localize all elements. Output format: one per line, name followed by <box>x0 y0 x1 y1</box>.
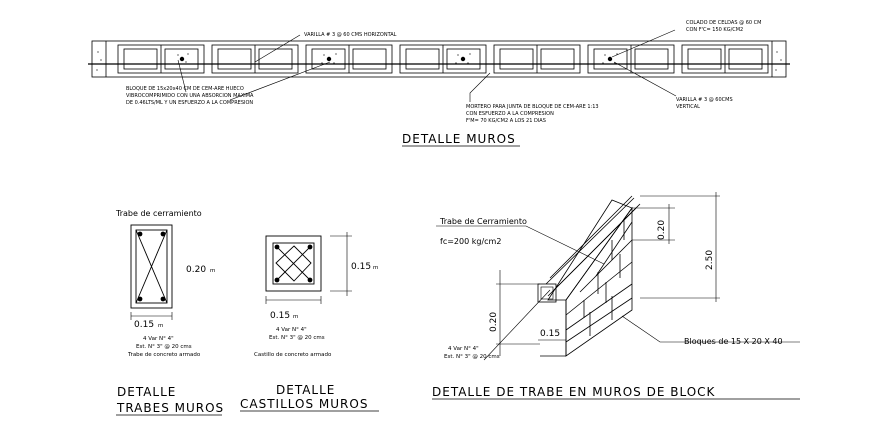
castillo-width: 0.15 <box>270 311 290 321</box>
castillo-height-unit: m <box>373 265 378 271</box>
note-grout-2: CON F'C= 150 KG/CM2 <box>686 27 743 33</box>
trabe-width-unit: m <box>158 323 163 329</box>
trabe-note-3: Trabe de concreto armado <box>127 352 201 358</box>
wall-plan-detail <box>88 29 790 102</box>
castillo-height: 0.15 <box>351 262 371 272</box>
note-vertical-rebar-2: VERTICAL <box>676 104 700 110</box>
castillo-note-1: 4 Var N° 4" <box>276 327 307 333</box>
castillo-width-unit: m <box>293 314 298 320</box>
trabe-title-2: TRABES MUROS <box>116 401 224 415</box>
trabe-section <box>130 224 173 320</box>
note-block-2: VIBROCOMPRIMIDO CON UNA ABSORCION MAXIMA <box>126 93 254 99</box>
iso-dim-left: 0.20 <box>489 312 499 332</box>
trabe-note-1: 4 Var N° 4" <box>143 336 174 342</box>
note-grout-1: COLADO DE CELDAS @ 60 CM <box>686 20 761 26</box>
note-mortar-3: F'M= 70 KG/CM2 A LOS 21 DIAS <box>466 118 546 124</box>
trabe-height-unit: m <box>210 268 215 274</box>
castillo-section <box>265 232 352 304</box>
title-detalle-trabe: DETALLE DE TRABE EN MUROS DE BLOCK <box>432 385 716 399</box>
iso-label-fc: fc=200 kg/cm2 <box>440 237 501 246</box>
castillo-note-3: Castillo de concreto armado <box>254 352 332 358</box>
wall-blocks <box>117 44 769 74</box>
iso-note-1: 4 Var N° 4" <box>448 346 479 352</box>
iso-label-blocks: Bloques de 15 X 20 X 40 <box>684 337 783 346</box>
note-mortar-2: CON ESFUERZO A LA COMPRESION <box>466 111 554 117</box>
iso-label-trabe: Trabe de Cerramiento <box>439 217 527 226</box>
note-vertical-rebar-1: VARILLA # 3 @ 60CMS <box>676 97 733 103</box>
castillo-title-1: DETALLE <box>276 383 335 397</box>
trabe-title-1: DETALLE <box>117 385 176 399</box>
leader-lines <box>177 29 677 102</box>
iso-dim-width: 0.15 <box>540 329 560 339</box>
trabe-width: 0.15 <box>134 320 154 330</box>
wall-outline <box>91 40 787 78</box>
iso-dim-total: 2.50 <box>705 250 715 270</box>
trabe-caption: Trabe de cerramiento <box>115 209 202 218</box>
iso-note-2: Est. N° 3" @ 20 cms <box>444 354 500 360</box>
iso-dim-top: 0.20 <box>657 220 667 240</box>
note-horizontal-rebar: VARILLA # 3 @ 60 CMS HORIZONTAL <box>304 32 397 38</box>
note-mortar-1: MORTERO PARA JUNTA DE BLOQUE DE CEM-ARE … <box>466 104 599 110</box>
trabe-note-2: Est. N° 3" @ 20 cms <box>136 344 192 350</box>
note-block-3: DE 0.46LTS/ML Y UN ESFUERZO A LA COMPRES… <box>126 100 253 106</box>
castillo-note-2: Est. N° 3" @ 20 cms <box>269 335 325 341</box>
trabe-height: 0.20 <box>186 265 206 275</box>
title-detalle-muros: DETALLE MUROS <box>402 132 516 146</box>
castillo-title-2: CASTILLOS MUROS <box>240 397 368 411</box>
grouted-cells <box>96 51 782 71</box>
note-block-1: BLOQUE DE 15x20x40 CM DE CEM-ARE HUECO <box>126 86 244 92</box>
isometric-wall <box>436 192 800 361</box>
